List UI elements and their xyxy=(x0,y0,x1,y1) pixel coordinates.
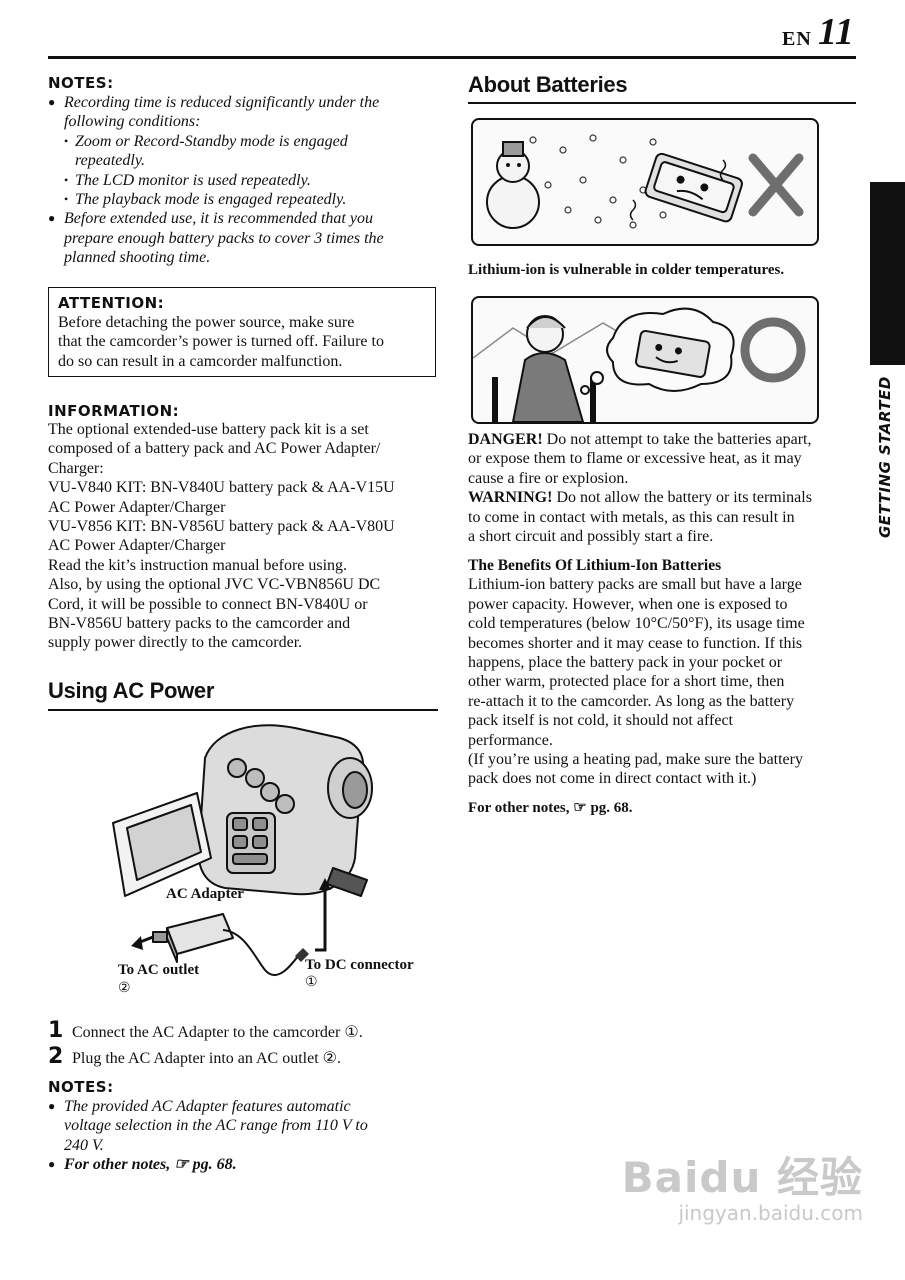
safety-warnings: DANGER! Do not attempt to take the batte… xyxy=(468,430,858,546)
benefits-line: pack does not come in direct contact wit… xyxy=(468,770,757,788)
section-side-label: GETTING STARTED xyxy=(876,376,894,538)
warning-text: Do not allow the battery or its terminal… xyxy=(552,489,812,507)
camcorder-illustration xyxy=(112,724,373,977)
warning-text: a short circuit and possibly start a fir… xyxy=(468,528,714,546)
information-line: VU-V840 KIT: BN-V840U battery pack & AA-… xyxy=(48,479,395,497)
information-block: INFORMATION: The optional extended-use b… xyxy=(48,402,440,653)
header-language: EN xyxy=(782,28,812,50)
benefits-line: cold temperatures (below 10°C/50°F), its… xyxy=(468,615,805,633)
sub-note-line: repeatedly. xyxy=(75,152,146,170)
information-line: VU-V856 KIT: BN-V856U battery pack & AA-… xyxy=(48,518,395,536)
notes-heading: NOTES: xyxy=(48,1078,114,1096)
step-item: 1 Connect the AC Adapter to the camcorder… xyxy=(48,1018,438,1044)
sub-note-item: The playback mode is engaged repeatedly. xyxy=(64,190,440,210)
illustration-caption: Lithium-ion is vulnerable in colder temp… xyxy=(468,262,785,278)
illustration-cold-battery xyxy=(471,118,819,246)
note-line: voltage selection in the AC range from 1… xyxy=(64,1117,368,1135)
benefits-line: other warm, protected place for a short … xyxy=(468,673,785,691)
notes-block-ac-adapter: NOTES: The provided AC Adapter features … xyxy=(48,1078,440,1175)
benefits-line: Lithium-ion battery packs are small but … xyxy=(468,576,802,594)
illustration-warm-battery xyxy=(471,296,819,424)
section-title-batteries: About Batteries xyxy=(468,72,628,97)
information-line: Read the kit’s instruction manual before… xyxy=(48,556,348,574)
sub-note-line: Zoom or Record-Standby mode is engaged xyxy=(75,132,348,150)
warning-line: WARNING! Do not allow the battery or its… xyxy=(468,488,858,507)
section-title-ac-power: Using AC Power xyxy=(48,678,215,703)
benefits-line: re-attach it to the camcorder. As long a… xyxy=(468,692,795,710)
label-to-ac-outlet: To AC outlet xyxy=(118,962,200,978)
benefits-block: The Benefits Of Lithium-Ion Batteries Li… xyxy=(468,556,860,789)
information-line: Also, by using the optional JVC VC-VBN85… xyxy=(48,576,381,594)
benefits-line: power capacity. However, when one is exp… xyxy=(468,595,788,613)
note-item: Recording time is reduced significantly … xyxy=(48,93,440,210)
danger-label: DANGER! xyxy=(468,431,543,448)
step-text: Connect the AC Adapter to the camcorder … xyxy=(72,1024,363,1041)
danger-text: cause a fire or explosion. xyxy=(468,469,629,487)
sub-note-item: The LCD monitor is used repeatedly. xyxy=(64,171,440,191)
warm-scene-drawing xyxy=(473,307,806,422)
label-ac-adapter: AC Adapter xyxy=(166,886,244,902)
information-line: AC Power Adapter/Charger xyxy=(48,537,226,555)
cold-scene-drawing xyxy=(486,134,804,229)
information-line: AC Power Adapter/Charger xyxy=(48,498,226,516)
information-heading: INFORMATION: xyxy=(48,402,180,420)
danger-line: DANGER! Do not attempt to take the batte… xyxy=(468,430,858,449)
note-item: Before extended use, it is recommended t… xyxy=(48,209,440,267)
information-line: Cord, it will be possible to connect BN-… xyxy=(48,595,368,613)
benefits-line: (If you’re using a heating pad, make sur… xyxy=(468,751,803,769)
attention-heading: ATTENTION: xyxy=(58,294,165,312)
note-line: The provided AC Adapter features automat… xyxy=(64,1098,351,1115)
attention-line: Before detaching the power source, make … xyxy=(58,314,355,331)
benefits-line: becomes shorter and it may cease to func… xyxy=(468,634,803,652)
page-number: 11 xyxy=(818,11,854,53)
note-item: The provided AC Adapter features automat… xyxy=(48,1097,440,1155)
label-dc-number: ① xyxy=(305,975,318,990)
information-line: supply power directly to the camcorder. xyxy=(48,634,303,652)
attention-line: do so can result in a camcorder malfunct… xyxy=(58,352,343,370)
information-line: The optional extended-use battery pack k… xyxy=(48,421,369,438)
header-rule xyxy=(48,56,856,59)
attention-line: that the camcorder’s power is turned off… xyxy=(58,333,384,351)
sub-note-line: The LCD monitor is used repeatedly. xyxy=(75,171,311,189)
danger-text: Do not attempt to take the batteries apa… xyxy=(542,431,812,448)
note-line: Recording time is reduced significantly … xyxy=(64,94,380,111)
label-to-dc-connector: To DC connector xyxy=(305,957,414,973)
watermark-url: jingyan.baidu.com xyxy=(678,1201,863,1225)
sub-note-item: Zoom or Record-Standby mode is engaged r… xyxy=(64,132,440,171)
note-item: For other notes, ☞ pg. 68. xyxy=(48,1155,440,1175)
section-tab-marker xyxy=(870,182,905,365)
sub-note-line: The playback mode is engaged repeatedly. xyxy=(75,191,347,209)
warning-label: WARNING! xyxy=(468,489,553,507)
notes-block-recording: NOTES: Recording time is reduced signifi… xyxy=(48,74,440,268)
step-item: 2 Plug the AC Adapter into an AC outlet ②… xyxy=(48,1044,438,1070)
label-outlet-number: ② xyxy=(118,981,131,996)
note-line: following conditions: xyxy=(64,113,201,131)
other-notes-reference: For other notes, ☞ pg. 68. xyxy=(468,800,633,816)
benefits-title: The Benefits Of Lithium-Ion Batteries xyxy=(468,557,722,574)
step-number: 2 xyxy=(48,1044,64,1069)
danger-text: or expose them to flame or excessive hea… xyxy=(468,450,802,468)
information-line: BN-V856U battery packs to the camcorder … xyxy=(48,615,351,633)
information-line: Charger: xyxy=(48,459,104,477)
benefits-line: pack itself is not cold, it should not a… xyxy=(468,712,733,730)
notes-heading: NOTES: xyxy=(48,74,114,92)
section-rule xyxy=(48,709,438,711)
steps-list: 1 Connect the AC Adapter to the camcorder… xyxy=(48,1018,438,1070)
other-notes-reference: For other notes, ☞ pg. 68. xyxy=(64,1156,237,1174)
warning-text: to come in contact with metals, as this … xyxy=(468,508,795,526)
benefits-line: happens, place the battery pack in your … xyxy=(468,654,783,672)
benefits-line: performance. xyxy=(468,731,553,749)
attention-box: ATTENTION: Before detaching the power so… xyxy=(48,287,436,377)
step-number: 1 xyxy=(48,1018,64,1043)
step-text: Plug the AC Adapter into an AC outlet ②. xyxy=(72,1050,341,1067)
section-rule xyxy=(468,102,856,104)
watermark-logo: Baidu 经验 xyxy=(621,1153,863,1202)
watermark: Baidu 经验 jingyan.baidu.com xyxy=(622,1144,863,1225)
note-line: prepare enough battery packs to cover 3 … xyxy=(64,229,384,247)
note-line: Before extended use, it is recommended t… xyxy=(64,210,373,228)
information-line: composed of a battery pack and AC Power … xyxy=(48,440,381,458)
note-line: 240 V. xyxy=(64,1136,104,1154)
note-line: planned shooting time. xyxy=(64,249,211,267)
